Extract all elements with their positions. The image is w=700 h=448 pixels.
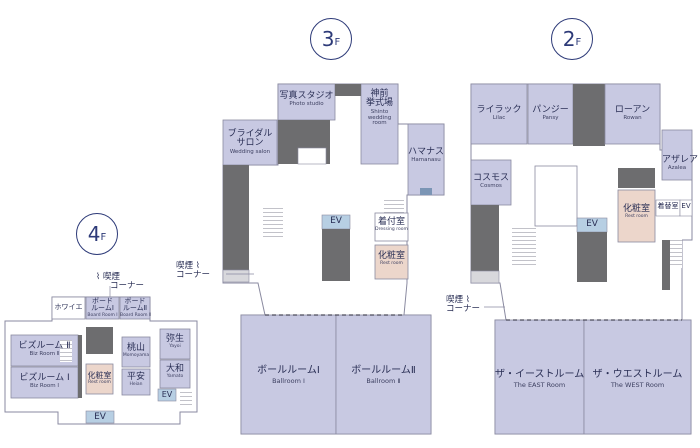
ev-4f-small[interactable] xyxy=(157,388,177,402)
momoyama-room[interactable] xyxy=(121,336,151,368)
dressing-room[interactable] xyxy=(374,212,409,242)
wall-panel-4f xyxy=(78,335,82,398)
ballroom-1[interactable] xyxy=(240,314,337,435)
west-room[interactable] xyxy=(583,319,692,435)
pansy-room[interactable] xyxy=(527,83,574,145)
biz-room-1[interactable] xyxy=(10,366,79,399)
bridal-salon[interactable] xyxy=(222,119,278,166)
board-room-1[interactable] xyxy=(85,296,120,320)
stairs-4f-2 xyxy=(180,392,192,406)
ev-2f-side[interactable] xyxy=(679,199,693,217)
changing-label: 着替室 xyxy=(657,202,679,210)
photo-studio[interactable] xyxy=(277,83,336,121)
ballroom-2[interactable] xyxy=(335,314,432,435)
restroom-3f[interactable] xyxy=(374,244,409,280)
restroom-4f[interactable] xyxy=(85,363,114,395)
heian-room[interactable] xyxy=(121,368,151,396)
floor-3f-plan xyxy=(222,83,445,435)
stairs-3f xyxy=(263,205,283,239)
azalea-room[interactable] xyxy=(661,129,693,181)
rowan-room[interactable] xyxy=(604,83,661,145)
core-4f xyxy=(86,327,113,354)
ev-2f-side-label: EV xyxy=(681,202,691,210)
yamato-room[interactable] xyxy=(159,359,191,389)
floor-4f-plan xyxy=(4,286,198,425)
stairs-2f-2 xyxy=(670,238,682,268)
smoking-icon: ⌇ xyxy=(195,261,200,271)
core-3f-left xyxy=(223,165,249,270)
foyer-4f[interactable] xyxy=(51,296,86,320)
core-2f-left xyxy=(471,205,499,271)
ev-4f-label: EV xyxy=(94,412,106,422)
floor-2f-plan xyxy=(470,83,693,435)
ev-3f-label: EV xyxy=(330,216,342,226)
ev-2f-label: EV xyxy=(586,219,598,229)
ev-4f-small-label: EV xyxy=(161,390,173,399)
smoking-corner-4f: ⌇ 喫煙 コーナー xyxy=(96,272,145,292)
stairs-2f xyxy=(512,225,536,265)
smoking-icon: ⌇ xyxy=(96,272,101,282)
foyer-label: ホワイエ xyxy=(54,303,83,311)
yayoi-room[interactable] xyxy=(159,328,191,360)
stairs-3f-2 xyxy=(384,197,404,213)
smoking-corner-3f: 喫煙 ⌇ コーナー xyxy=(176,261,211,281)
core-2f-top xyxy=(573,84,605,146)
smoking-corner-2f: 喫煙 ⌇ コーナー xyxy=(446,295,481,315)
stairs-4f xyxy=(60,340,72,362)
lilac-room[interactable] xyxy=(470,83,528,145)
board-room-2[interactable] xyxy=(119,296,151,320)
shinto-wedding-room[interactable] xyxy=(360,83,399,165)
ev-4f[interactable] xyxy=(85,410,115,424)
smoking-icon: ⌇ xyxy=(465,295,470,305)
hamanasu-room[interactable] xyxy=(407,123,445,196)
restroom-2f[interactable] xyxy=(617,189,656,243)
